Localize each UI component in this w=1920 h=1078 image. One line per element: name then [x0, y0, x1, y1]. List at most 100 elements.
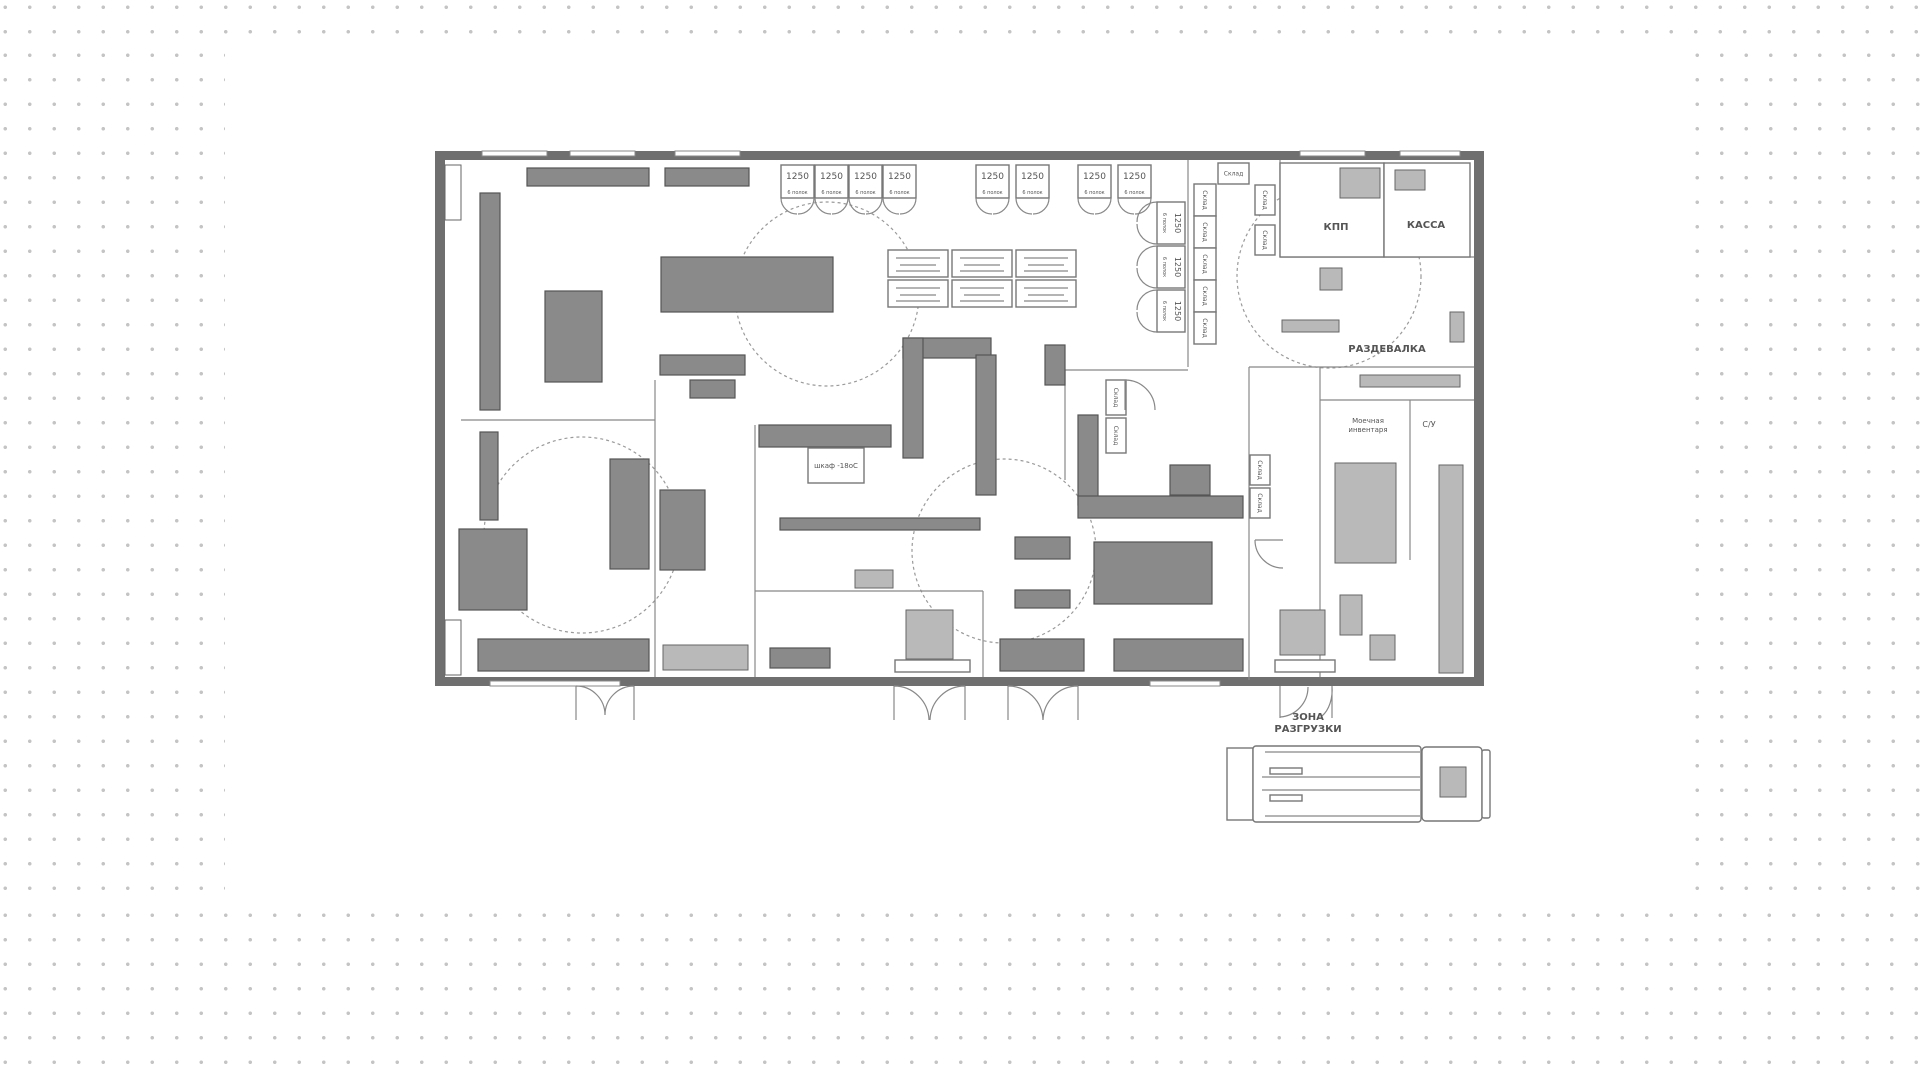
- storage-units: СкладСкладСкладСкладСкладСкладСкладСклад…: [1105, 162, 1276, 519]
- work-table: [659, 489, 706, 571]
- cold-room-unit: 1250 6 полок: [1136, 289, 1186, 333]
- storage-label: Склад: [1201, 190, 1208, 209]
- storage-unit: Склад: [1193, 215, 1217, 249]
- locker: [1449, 311, 1465, 343]
- bottom-counter: [1113, 638, 1244, 672]
- cooking-line: [660, 256, 834, 313]
- cold-room-unit: 1250 6 полок: [780, 164, 815, 215]
- storage-label: Склад: [1261, 190, 1268, 209]
- unloading-zone-label-2: РАЗГРУЗКИ: [1274, 724, 1341, 735]
- cold-unit-capacity: 1250: [1173, 213, 1182, 233]
- storage-label: Склад: [1112, 388, 1119, 407]
- storage-label: Склад: [1261, 230, 1268, 249]
- counter: [902, 337, 924, 459]
- refrigerated-table: [951, 279, 1013, 308]
- cold-unit-capacity: 1250: [981, 172, 1004, 182]
- storage-label: Склад: [1112, 426, 1119, 445]
- storage-unit: Склад: [1105, 417, 1127, 454]
- counter: [689, 379, 736, 399]
- cold-unit-capacity: 1250: [1021, 172, 1044, 182]
- doors: [575, 379, 1333, 721]
- cold-unit-shelves: 6 полок: [1161, 301, 1167, 321]
- storage-unit: Склад: [1193, 183, 1217, 217]
- cold-unit-capacity: 1250: [1173, 257, 1182, 277]
- dot-grid-left: [0, 48, 225, 908]
- cold-room-unit: 1250 6 полок: [1015, 164, 1050, 215]
- equipment-unit: [1369, 634, 1396, 661]
- work-table: [609, 458, 650, 570]
- cold-unit-shelves: 6 полок: [787, 190, 807, 196]
- pass-shelf: [779, 517, 981, 531]
- room-label-cashier: КАССА: [1407, 220, 1446, 231]
- counter-row: [758, 424, 892, 448]
- cold-unit-capacity: 1250: [1173, 301, 1182, 321]
- storage-label: Склад: [1256, 493, 1263, 512]
- equipment-unit: [1169, 464, 1211, 496]
- counter: [975, 354, 997, 496]
- cold-unit-capacity: 1250: [820, 172, 843, 182]
- storage-label: Склад: [1256, 460, 1263, 479]
- storage-unit: Склад: [1193, 311, 1217, 345]
- bottom-counter: [477, 638, 650, 672]
- storage-unit: Склад: [1193, 247, 1217, 281]
- cold-room-unit: 1250 6 полок: [814, 164, 849, 215]
- cold-room-unit: 1250 6 полок: [975, 164, 1010, 215]
- cold-room-unit: 1250 6 полок: [1136, 245, 1186, 289]
- cold-unit-shelves: 6 полок: [1022, 190, 1042, 196]
- storage-unit: Склад: [1254, 224, 1276, 256]
- prep-island: [544, 290, 603, 383]
- refrigerated-table: [1015, 279, 1077, 308]
- outer-walls: [435, 150, 1484, 687]
- desk: [1394, 169, 1426, 191]
- floor-grate: [1279, 609, 1326, 656]
- cold-unit-shelves: 6 полок: [982, 190, 1002, 196]
- cold-unit-shelves: 6 полок: [1084, 190, 1104, 196]
- storage-label: Склад: [1201, 222, 1208, 241]
- cold-room-unit: 1250 6 полок: [1077, 164, 1112, 215]
- work-table: [1093, 541, 1213, 605]
- cold-rooms-top: 1250 6 полок 1250 6 полок 1250 6 полок 1250 6 п…: [780, 164, 1152, 215]
- counter: [526, 167, 650, 187]
- room-label-inventory-wash-2: инвентаря: [1348, 426, 1387, 434]
- cold-unit-shelves: 6 полок: [1124, 190, 1144, 196]
- pass-shelf: [1274, 659, 1336, 673]
- room-label-locker-room: РАЗДЕВАЛКА: [1348, 344, 1426, 355]
- cold-unit-shelves: 6 полок: [1161, 257, 1167, 277]
- bottom-counter: [999, 638, 1085, 672]
- dot-grid-bottom: [0, 908, 1920, 1078]
- chairs-row: [662, 644, 749, 671]
- refrigerated-table: [887, 279, 949, 308]
- elevator-icon: [1319, 267, 1343, 291]
- room-label-wc: С/У: [1422, 420, 1435, 429]
- counter: [664, 167, 750, 187]
- service-rooms: КПП КАССА РАЗДЕВАЛКА Моечная инвентаря С…: [1279, 162, 1471, 434]
- storage-label: Склад: [1224, 171, 1243, 178]
- equipment-unit: [1044, 344, 1066, 386]
- cold-unit-capacity: 1250: [888, 172, 911, 182]
- wall-counter: [479, 431, 499, 521]
- cold-room-unit: 1250 6 полок: [1117, 164, 1152, 215]
- dot-grid-right: [1692, 48, 1920, 908]
- truck-icon: [1226, 745, 1491, 823]
- counter-row: [1077, 495, 1244, 519]
- pass-shelf: [894, 659, 971, 673]
- dish-station: [458, 528, 528, 611]
- room-label-inventory-wash: Моечная: [1352, 417, 1384, 425]
- refrigerated-table: [951, 249, 1013, 278]
- cold-unit-shelves: 6 полок: [821, 190, 841, 196]
- counter: [1077, 414, 1099, 506]
- fridge-tables: [887, 249, 1077, 308]
- cold-unit-shelves: 6 полок: [889, 190, 909, 196]
- cold-unit-capacity: 1250: [786, 172, 809, 182]
- bench: [1281, 319, 1340, 333]
- storage-unit: Склад: [1249, 487, 1271, 519]
- freezer-label: шкаф -18оС: [814, 462, 858, 470]
- cold-unit-capacity: 1250: [1083, 172, 1106, 182]
- counter: [659, 354, 746, 376]
- storage-unit: Склад: [1249, 454, 1271, 486]
- floor-grate: [905, 609, 954, 660]
- cold-unit-capacity: 1250: [1123, 172, 1146, 182]
